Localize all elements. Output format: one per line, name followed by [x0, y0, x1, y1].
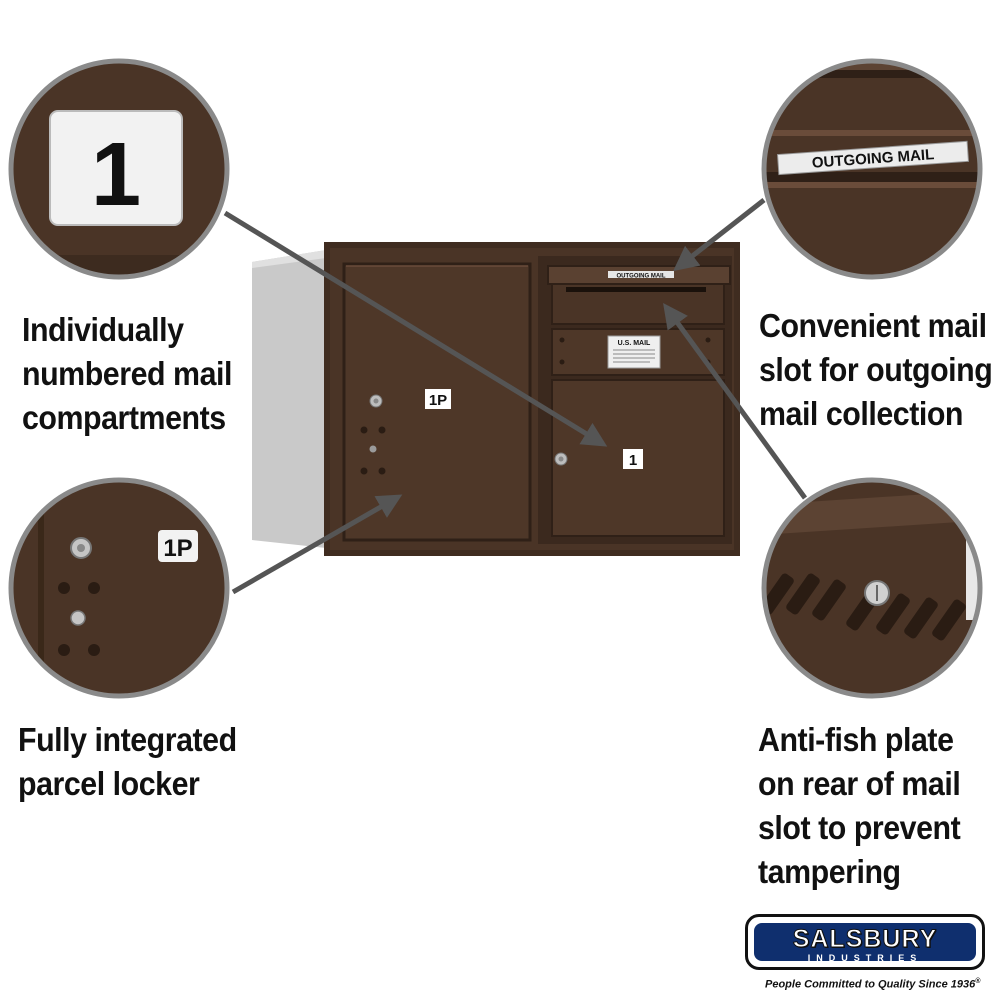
- zoom-parcel-tag: 1P: [163, 535, 192, 562]
- pointer-arrows: [223, 198, 808, 595]
- detail-circle-anti-fish-plate: [761, 477, 983, 699]
- outgoing-slot-label: OUTGOING MAIL: [617, 274, 666, 280]
- arrow-to-outgoing-slot: [673, 198, 766, 272]
- brand-tagline: People Committed to Quality Since 1936®: [765, 978, 981, 991]
- logo-wordmark: SALSBURY: [792, 925, 938, 954]
- compartment-number-tag: 1: [629, 452, 637, 469]
- logo-subtitle: INDUSTRIES: [807, 953, 923, 963]
- callout-anti-fish-plate: Anti-fish plate on rear of mail slot to …: [758, 721, 961, 890]
- arrow-to-parcel-locker: [231, 494, 403, 595]
- detail-circle-parcel-locker: 1P: [8, 477, 230, 699]
- parcel-number-tag: 1P: [429, 392, 447, 409]
- mailbox-unit: 1P OUTGOING MAIL U.S. MAIL 1: [252, 242, 740, 556]
- arrow-to-compartment: [223, 210, 608, 447]
- zoom-number-tag: 1: [91, 125, 141, 225]
- salsbury-logo: SALSBURY INDUSTRIES: [745, 914, 985, 970]
- detail-circle-compartment-number: 1: [8, 58, 230, 280]
- mailbox-side-panel: [252, 250, 326, 548]
- arrow-to-anti-fish-plate: [663, 302, 808, 500]
- us-mail-label: U.S. MAIL: [618, 340, 651, 347]
- detail-circle-outgoing-slot: OUTGOING MAIL: [761, 58, 983, 280]
- callout-parcel-locker: Fully integrated parcel locker: [18, 721, 237, 802]
- callout-outgoing-slot: Convenient mail slot for outgoing mail c…: [759, 307, 993, 432]
- callout-compartments: Individually numbered mail compartments: [22, 311, 232, 436]
